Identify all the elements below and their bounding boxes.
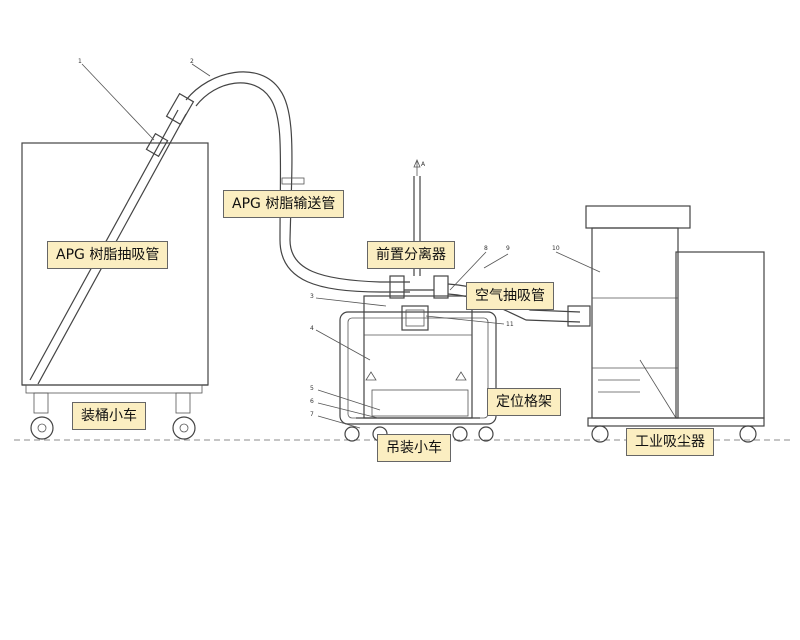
part-number: 6 <box>310 398 314 405</box>
part-number: 1 <box>78 58 82 65</box>
part-number: 2 <box>190 58 194 65</box>
apg-conveying-pipe <box>185 71 410 293</box>
label-drum-cart: 装桶小车 <box>72 402 146 430</box>
part-number: 7 <box>310 411 314 418</box>
label-pre-separator: 前置分离器 <box>367 241 455 269</box>
part-number: 10 <box>552 245 560 252</box>
part-number: A <box>421 161 426 168</box>
part-number: 3 <box>310 293 314 300</box>
leader-lines <box>81 63 601 429</box>
label-hoisting-cart: 吊装小车 <box>377 434 451 462</box>
industrial-vacuum <box>585 205 765 443</box>
part-number: 11 <box>506 321 514 328</box>
label-positioning-rack: 定位格架 <box>487 388 561 416</box>
label-industrial-vacuum: 工业吸尘器 <box>626 428 714 456</box>
part-number: 9 <box>506 245 510 252</box>
part-number: 5 <box>310 385 314 392</box>
apg-suction-pipe <box>29 92 195 385</box>
label-apg-suction-pipe: APG 树脂抽吸管 <box>47 241 169 269</box>
label-apg-conveying-pipe: APG 树脂输送管 <box>223 190 345 218</box>
part-number: 4 <box>310 325 314 332</box>
label-air-suction-pipe: 空气抽吸管 <box>466 282 554 310</box>
drum-cart <box>21 142 209 440</box>
part-number: 8 <box>484 245 488 252</box>
